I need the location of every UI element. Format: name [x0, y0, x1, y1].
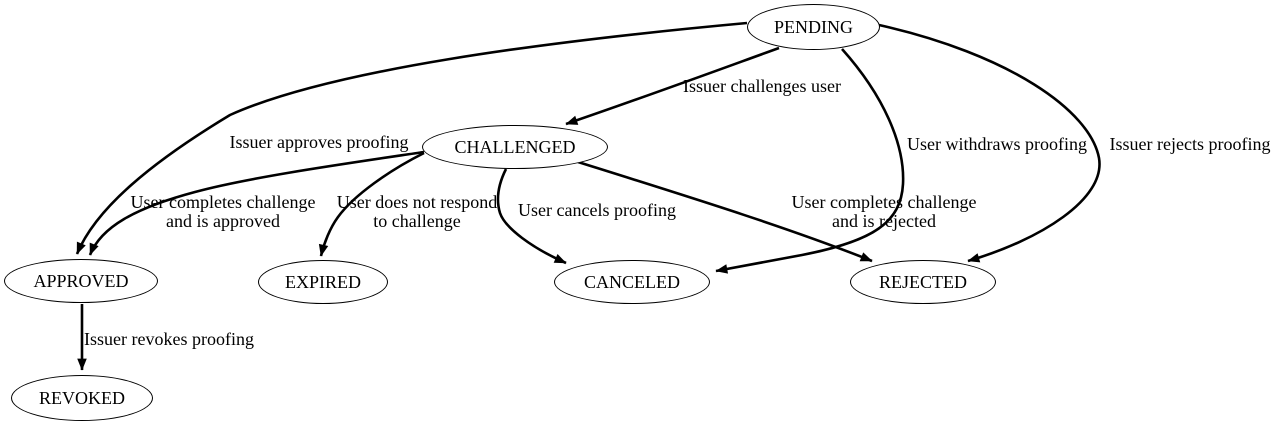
- node-approved-label: APPROVED: [33, 270, 129, 291]
- edge-challenged-expired: [318, 151, 425, 257]
- node-challenged-label: CHALLENGED: [454, 136, 576, 157]
- edge-label-user-completes-challenge-approved: User completes challenge and is approved: [130, 192, 316, 231]
- node-expired: EXPIRED: [258, 260, 388, 304]
- edge-label-user-withdraws-proofing: User withdraws proofing: [907, 134, 1087, 154]
- edge-challenged-rejected: [577, 160, 873, 263]
- node-challenged: CHALLENGED: [422, 125, 608, 169]
- edge-pending-challenged: [565, 46, 780, 126]
- node-canceled-label: CANCELED: [584, 271, 680, 292]
- node-expired-label: EXPIRED: [285, 271, 361, 292]
- edge-label-issuer-revokes-proofing: Issuer revokes proofing: [84, 329, 254, 349]
- edge-challenged-canceled: [496, 168, 567, 265]
- node-revoked: REVOKED: [11, 375, 153, 421]
- edge-label-user-completes-challenge-rejected: User completes challenge and is rejected: [791, 192, 977, 231]
- node-canceled: CANCELED: [554, 260, 710, 304]
- node-rejected-label: REJECTED: [879, 271, 967, 292]
- edge-label-issuer-rejects-proofing: Issuer rejects proofing: [1109, 134, 1271, 154]
- edge-pending-rejected: [878, 23, 1101, 263]
- edge-label-issuer-challenges-user: Issuer challenges user: [683, 76, 841, 96]
- edge-pending-approved: [75, 21, 748, 255]
- node-rejected: REJECTED: [850, 260, 996, 304]
- edge-label-user-cancels-proofing: User cancels proofing: [518, 200, 676, 220]
- node-pending-label: PENDING: [774, 16, 853, 37]
- edge-pending-canceled: [715, 48, 905, 274]
- edge-challenged-approved: [88, 150, 425, 256]
- node-approved: APPROVED: [4, 259, 158, 303]
- edge-label-issuer-approves-proofing: Issuer approves proofing: [229, 132, 409, 152]
- edge-label-user-does-not-respond: User does not respond to challenge: [336, 192, 498, 231]
- node-pending: PENDING: [747, 4, 880, 50]
- node-revoked-label: REVOKED: [39, 387, 125, 408]
